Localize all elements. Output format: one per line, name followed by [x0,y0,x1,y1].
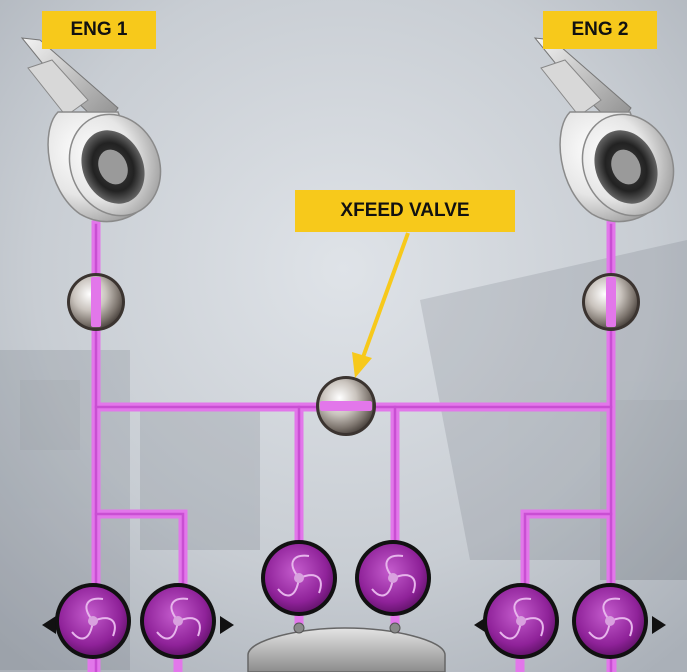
center-tank [247,622,446,672]
engine-2-label: ENG 2 [543,11,657,49]
xfeed-pointer-arrow [352,232,410,378]
engine-1-label: ENG 1 [42,11,156,49]
left-outer-pump-1 [42,583,131,659]
eng2-fire-valve [582,273,640,331]
right-outer-pump-2 [572,583,666,659]
center-pump-2 [355,540,431,616]
crossfeed-valve [316,376,376,436]
engine-1-nacelle [20,37,162,223]
right-outer-pump-1 [474,583,559,659]
center-pump-1 [261,540,337,616]
engine-2-nacelle [533,37,675,223]
crossfeed-valve-label: XFEED VALVE [295,190,515,232]
left-outer-pump-2 [140,583,234,659]
eng1-fire-valve [67,273,125,331]
